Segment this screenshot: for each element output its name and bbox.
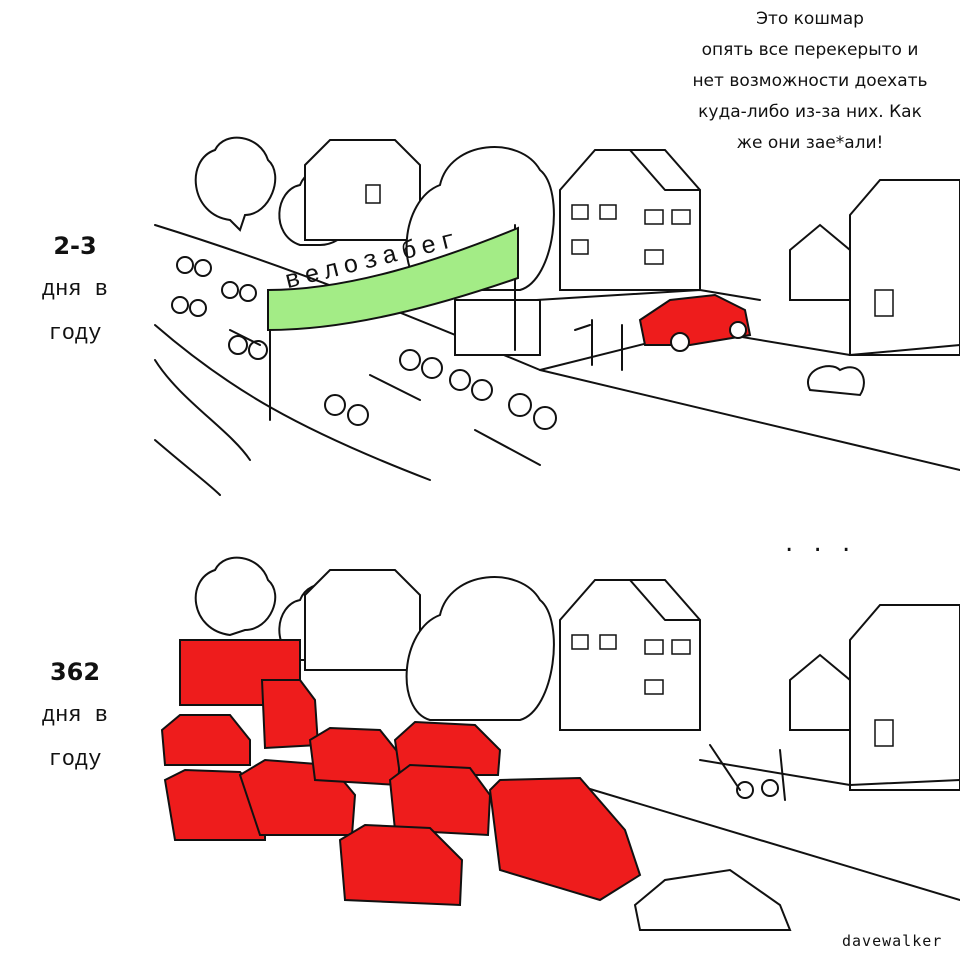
speech-line: же они зае*али! <box>736 133 884 153</box>
traffic-jam <box>160 714 642 907</box>
days-count: 2-3 <box>53 232 97 260</box>
ellipsis: . . . <box>785 528 857 558</box>
bottom-panel-label: 362 дня в году <box>0 650 150 782</box>
speech-line: куда-либо из-за них. Как <box>698 102 922 122</box>
cyclists <box>171 256 557 430</box>
tree <box>194 136 277 232</box>
speech-line: опять все перекерыто и <box>701 40 919 60</box>
top-panel-label: 2-3 дня в году <box>0 224 150 356</box>
speech-line: Это кошмар <box>756 9 864 29</box>
speech-line: нет возможности доехать <box>692 71 928 91</box>
red-van <box>488 776 642 902</box>
speech-bubble: Это кошмар опять все перекерыто и нет во… <box>660 4 960 159</box>
banner <box>267 226 519 332</box>
top-scene <box>154 136 960 496</box>
days-count: 362 <box>49 658 101 686</box>
pedestrians <box>574 319 623 371</box>
days-text: дня в <box>41 703 108 728</box>
year-text: году <box>48 321 102 346</box>
house <box>849 179 960 356</box>
days-text: дня в <box>41 277 108 302</box>
year-text: году <box>48 747 102 772</box>
house <box>304 139 421 241</box>
bottom-scene <box>160 556 960 931</box>
red-car <box>638 293 752 346</box>
artist-signature: davewalker <box>842 932 943 950</box>
